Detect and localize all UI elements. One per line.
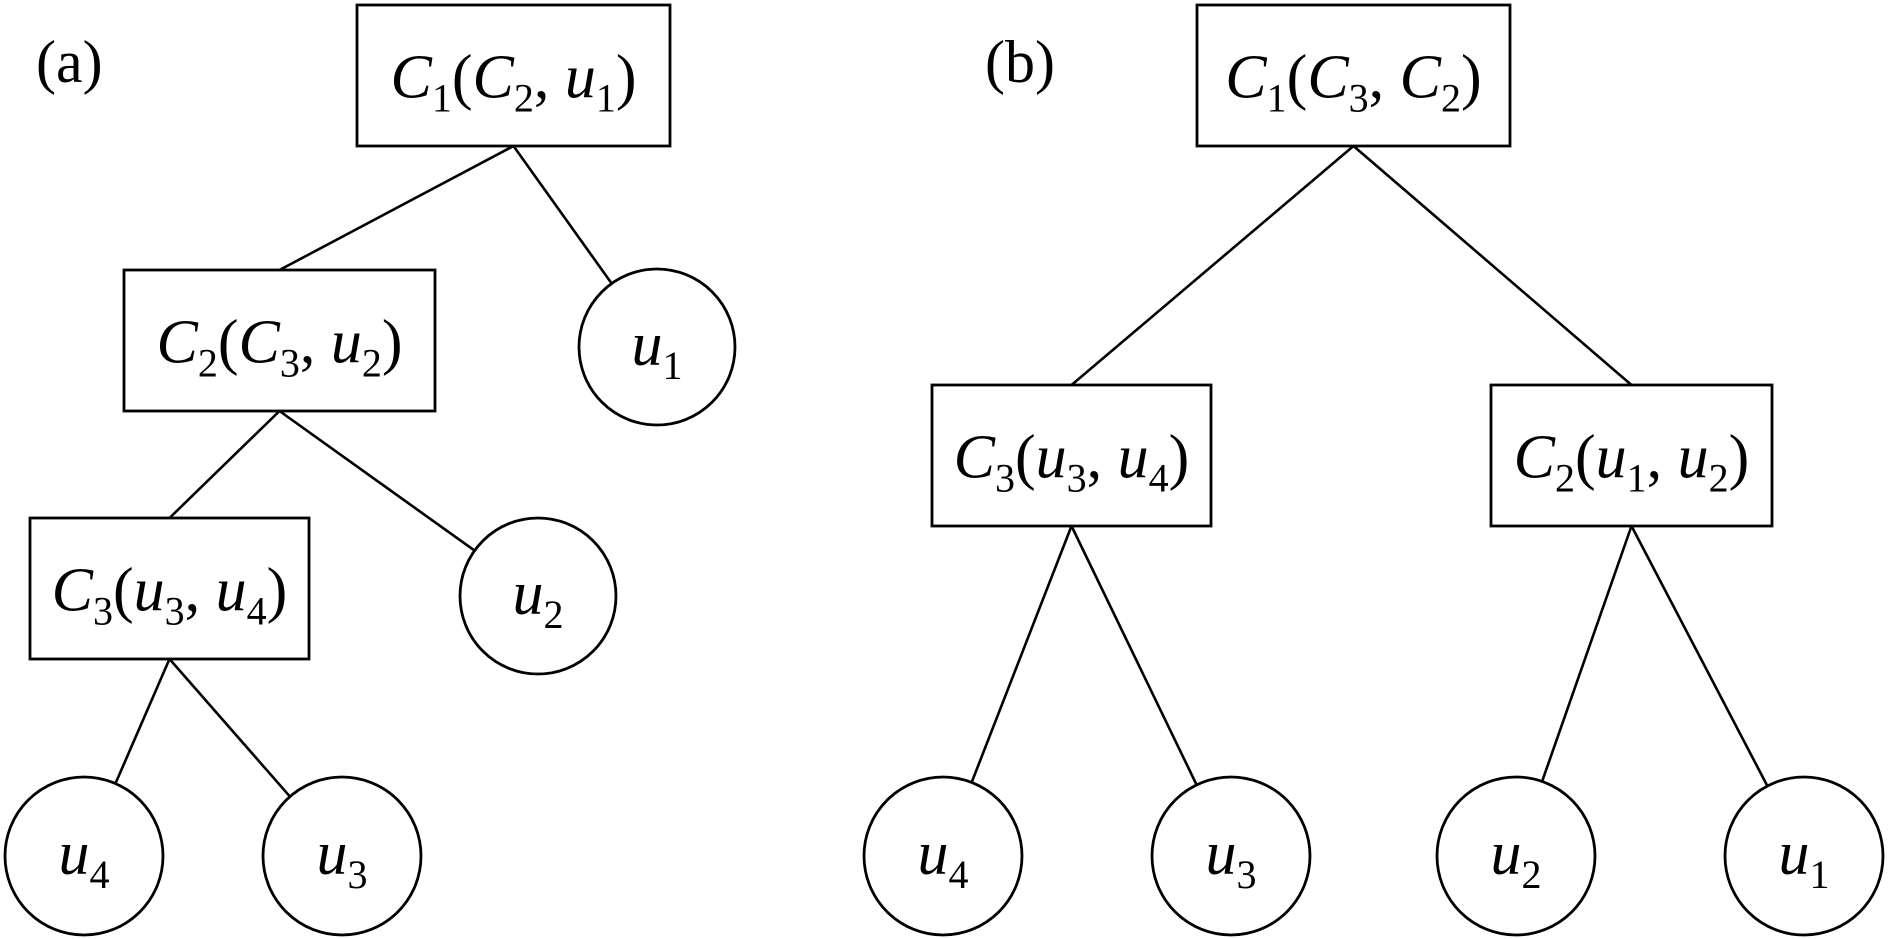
edge-a-c1-a-c2 [278,144,515,272]
node-label: C1(C2, u1) [390,44,636,121]
node-label: u4 [59,820,110,897]
edge-a-c2-a-u2 [278,409,476,552]
nodes-layer: C1(C2, u1) C2(C3, u2) C3(u3, u4) u1 u2 u4 u3 C1… [3,3,1885,937]
cluster-node-b-c2: C2(u1, u2) [1489,383,1774,528]
node-label: u3 [1206,820,1257,897]
node-label: u2 [1491,820,1542,897]
edge-b-c3-b-u4 [970,525,1073,783]
edge-b-c1-b-c2 [1352,145,1633,386]
node-circle [1723,775,1885,937]
panel-label-1: (b) [985,29,1055,95]
cluster-node-b-c1: C1(C3, C2) [1195,3,1512,148]
node-box [1489,383,1774,528]
panel-label-0: (a) [36,29,103,95]
cluster-node-a-c3: C3(u3, u4) [28,516,311,661]
leaf-node-b-u2: u2 [1435,775,1597,937]
leaf-node-a-u2: u2 [458,516,618,676]
edge-a-c1-a-u1 [512,145,613,285]
cluster-node-a-c2: C2(C3, u2) [122,268,437,413]
edge-a-c3-a-u4 [114,658,171,785]
node-box [122,268,437,413]
cluster-node-b-c3: C3(u3, u4) [930,383,1213,528]
leaf-node-a-u1: u1 [577,267,737,427]
edge-b-c2-b-u1 [1630,525,1769,787]
edge-b-c1-b-c3 [1070,145,1355,386]
edge-a-c3-a-u3 [168,658,291,798]
leaf-node-b-u1: u1 [1723,775,1885,937]
node-box [1195,3,1512,148]
cluster-node-a-c1: C1(C2, u1) [355,3,672,148]
leaf-node-a-u4: u4 [3,775,165,937]
node-label: C3(u3, u4) [954,424,1190,501]
node-box [355,3,672,148]
leaf-node-b-u4: u4 [862,775,1024,937]
node-label: C2(u1, u2) [1514,424,1750,501]
edge-a-c2-a-c3 [168,410,281,519]
leaf-node-a-u3: u3 [261,775,423,937]
node-circle [862,775,1024,937]
node-circle [1435,775,1597,937]
node-circle [458,516,618,676]
node-label: C3(u3, u4) [52,557,288,634]
node-label: C2(C3, u2) [156,309,402,386]
node-label: u2 [513,560,564,637]
node-circle [577,267,737,427]
node-box [930,383,1213,528]
node-label: u3 [317,820,368,897]
node-box [28,516,311,661]
node-circle [1150,775,1312,937]
panel-labels-layer: (a) (b) [36,29,1055,95]
node-label: u4 [918,820,969,897]
leaf-node-b-u3: u3 [1150,775,1312,937]
edge-b-c2-b-u2 [1540,525,1633,782]
edges-layer [114,144,1769,798]
node-label: u1 [1779,820,1830,897]
node-label: u1 [632,311,683,388]
edge-b-c3-b-u3 [1070,525,1198,786]
node-label: C1(C3, C2) [1225,44,1481,121]
node-circle [3,775,165,937]
node-circle [261,775,423,937]
